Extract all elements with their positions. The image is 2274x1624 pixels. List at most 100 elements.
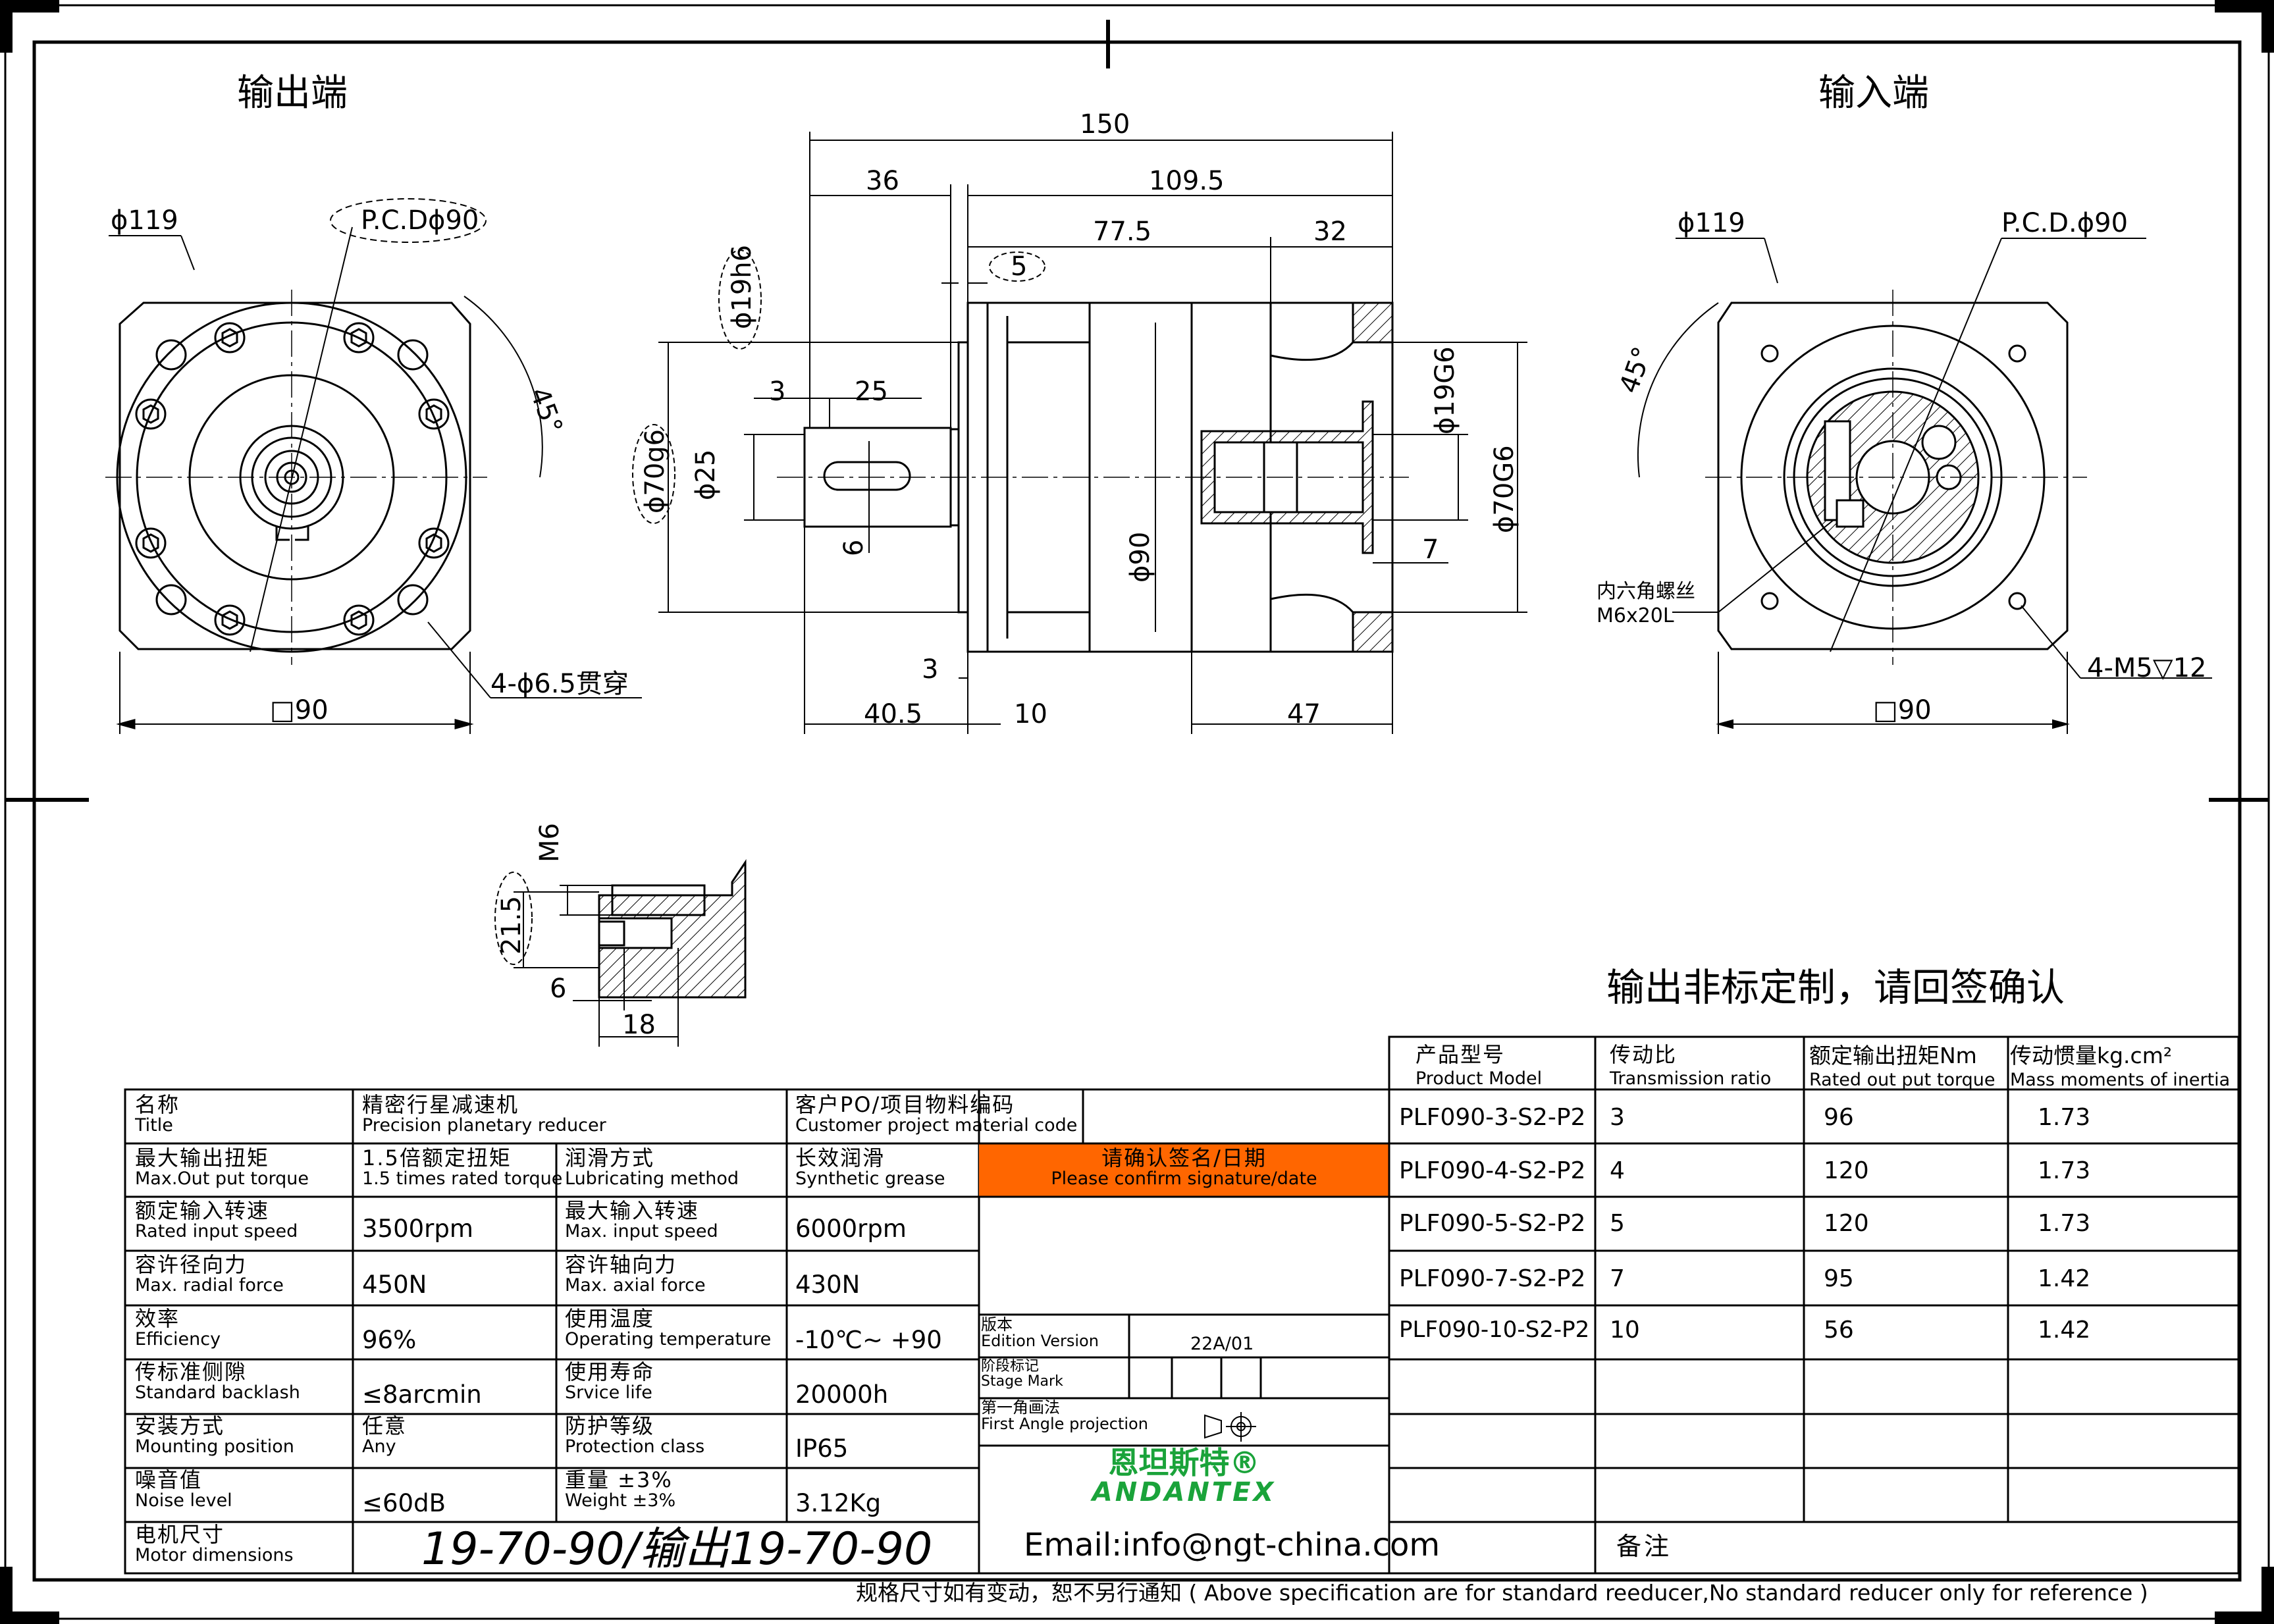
weight-value: 3.12Kg bbox=[795, 1491, 882, 1517]
ratio-cell: 4 bbox=[1610, 1157, 1625, 1184]
hex-screw-label: 内六角螺丝 bbox=[1597, 580, 1695, 603]
brand-logo: 恩坦斯特® ANDANTEX bbox=[1092, 1447, 1277, 1507]
service-life-value: 20000h bbox=[795, 1382, 889, 1408]
model-cell: PLF090-3-S2-P2 bbox=[1399, 1104, 1586, 1131]
ratio-cell: 10 bbox=[1610, 1317, 1640, 1344]
dim-left-square: □90 bbox=[270, 695, 329, 725]
torque-cell: 95 bbox=[1824, 1265, 1854, 1292]
custom-note: 输出非标定制，请回签确认 bbox=[1606, 965, 2065, 1010]
dim-right-pcd: P.C.D.ϕ90 bbox=[2001, 208, 2128, 238]
radial-force-value: 450N bbox=[362, 1272, 427, 1298]
dim-right-45: 45° bbox=[1614, 343, 1658, 397]
edition-value: 22A/01 bbox=[1190, 1335, 1254, 1354]
spec-table-grid bbox=[124, 1088, 1390, 1575]
model-cell: PLF090-5-S2-P2 bbox=[1399, 1210, 1586, 1237]
dim-47: 47 bbox=[1287, 699, 1321, 729]
output-end-view-labels: 输出端 ϕ119 P.C.Dϕ90 45° 4-ϕ6.5贯穿 □90 bbox=[111, 72, 629, 725]
projection-symbol bbox=[1204, 1412, 1256, 1442]
inertia-cell: 1.42 bbox=[2038, 1265, 2091, 1292]
dim-right-d119: ϕ119 bbox=[1678, 208, 1745, 238]
output-end-label: 输出端 bbox=[237, 72, 348, 115]
dim-d70g6: ϕ70g6 bbox=[640, 429, 670, 513]
noise-value: ≤60dB bbox=[362, 1491, 446, 1517]
torque-cell: 120 bbox=[1824, 1210, 1869, 1237]
weight-label: 重量 ±3%Weight ±3% bbox=[565, 1469, 676, 1510]
model-table-grid bbox=[979, 1035, 2240, 1575]
dim-right-holes: 4-M5▽12 bbox=[2087, 653, 2207, 683]
temperature-value: -10℃~ +90 bbox=[795, 1328, 942, 1353]
dim-d70G6: ϕ70G6 bbox=[1489, 445, 1520, 533]
dim-left-45: 45° bbox=[524, 384, 568, 438]
dim-5: 5 bbox=[1011, 251, 1027, 282]
dim-left-pcd: P.C.Dϕ90 bbox=[361, 205, 479, 236]
dim-m6: M6 bbox=[535, 823, 565, 862]
dim-18: 18 bbox=[622, 1010, 656, 1040]
hex-screw-size: M6x20L bbox=[1597, 604, 1674, 627]
rated-input-speed-value: 3500rpm bbox=[362, 1217, 473, 1242]
efficiency-value: 96% bbox=[362, 1328, 417, 1353]
dim-150: 150 bbox=[1080, 109, 1130, 140]
dim-left-d119: ϕ119 bbox=[111, 205, 178, 236]
dim-32: 32 bbox=[1313, 217, 1347, 247]
max-input-speed-value: 6000rpm bbox=[795, 1217, 907, 1242]
torque-cell: 56 bbox=[1824, 1317, 1854, 1344]
protection-value: IP65 bbox=[795, 1436, 849, 1462]
dim-d19h6: ϕ19h6 bbox=[727, 245, 757, 329]
customer-code-value[interactable] bbox=[1093, 1094, 1383, 1140]
dim-7: 7 bbox=[1422, 535, 1439, 565]
dim-3-top: 3 bbox=[769, 377, 785, 407]
torque-cell: 96 bbox=[1824, 1104, 1854, 1131]
input-end-label: 输入端 bbox=[1818, 72, 1929, 115]
dim-d25: ϕ25 bbox=[691, 450, 721, 500]
dim-left-holes: 4-ϕ6.5贯穿 bbox=[490, 669, 629, 699]
dim-40-5: 40.5 bbox=[864, 699, 922, 729]
ratio-cell: 7 bbox=[1610, 1265, 1625, 1292]
output-end-view bbox=[105, 198, 642, 734]
dim-77-5: 77.5 bbox=[1093, 217, 1151, 247]
model-cell: PLF090-10-S2-P2 bbox=[1399, 1317, 1590, 1343]
signature-area[interactable] bbox=[979, 1197, 1389, 1315]
dim-6-detail: 6 bbox=[550, 974, 566, 1004]
email-contact[interactable]: Email:info@ngt-china.com bbox=[1024, 1529, 1441, 1562]
ratio-cell: 5 bbox=[1610, 1210, 1625, 1237]
side-view bbox=[632, 132, 1527, 734]
inertia-cell: 1.73 bbox=[2038, 1210, 2091, 1237]
dim-6: 6 bbox=[839, 540, 869, 556]
model-cell: PLF090-4-S2-P2 bbox=[1399, 1157, 1586, 1184]
dim-d90: ϕ90 bbox=[1125, 532, 1155, 583]
inertia-cell: 1.73 bbox=[2038, 1104, 2091, 1131]
dim-36: 36 bbox=[866, 166, 899, 196]
torque-cell: 120 bbox=[1824, 1157, 1869, 1184]
ratio-cell: 3 bbox=[1610, 1104, 1625, 1131]
detail-view bbox=[494, 859, 747, 1047]
backlash-value: ≤8arcmin bbox=[362, 1382, 482, 1408]
detail-view-labels: M6 21.5 6 18 bbox=[496, 823, 656, 1040]
